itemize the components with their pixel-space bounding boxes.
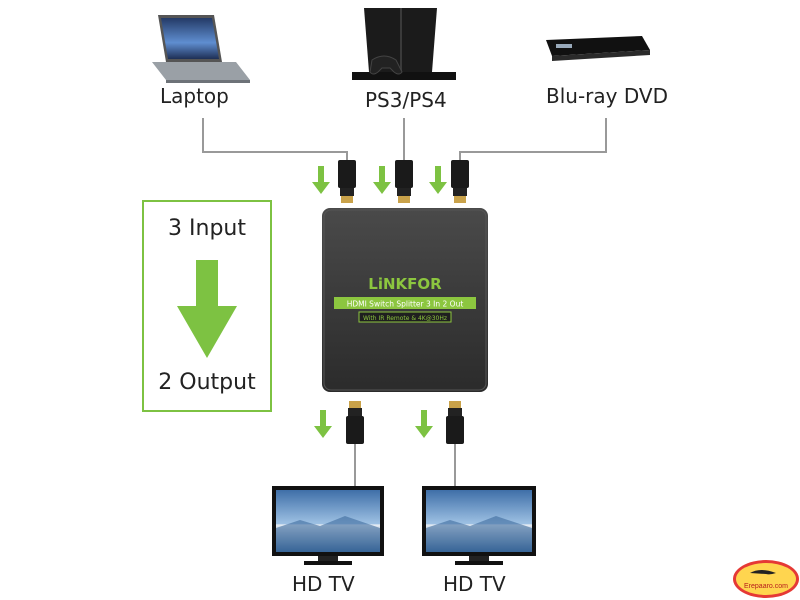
hdmi-switch-device: LiNKFOR HDMI Switch Splitter 3 In 2 Out … [322, 208, 488, 392]
hdmi-plug-input-3 [451, 160, 469, 203]
input-arrow-2 [373, 166, 391, 194]
input-arrow-3 [429, 166, 447, 194]
output-arrow-1 [314, 410, 332, 438]
output-label-tv-2: HD TV [443, 572, 506, 596]
laptop-icon [152, 15, 250, 83]
hdmi-plug-output-2 [446, 401, 464, 444]
input-arrow-1 [312, 166, 330, 194]
hdmi-plug-input-2 [395, 160, 413, 203]
source-label-console: PS3/PS4 [365, 88, 447, 112]
source-label-bluray: Blu-ray DVD [546, 84, 668, 108]
hdmi-plug-output-1 [346, 401, 364, 444]
io-summary-box: 3 Input 2 Output [142, 200, 272, 412]
bluray-player-icon [546, 36, 650, 61]
output-count-text: 2 Output [158, 370, 256, 395]
input-count-text: 3 Input [168, 216, 246, 241]
device-feature-line: With IR Remote & 4K@30Hz [363, 315, 447, 322]
output-label-tv-1: HD TV [292, 572, 355, 596]
source-label-laptop: Laptop [160, 84, 229, 108]
output-cables [354, 444, 456, 487]
hdmi-plug-input-1 [338, 160, 356, 203]
watermark-logo: Erepaaro.com [733, 560, 799, 598]
output-arrow-2 [415, 410, 433, 438]
device-model-line: HDMI Switch Splitter 3 In 2 Out [347, 300, 464, 309]
watermark-text: Erepaaro.com [744, 583, 788, 590]
input-cables [202, 118, 607, 162]
down-arrow-icon [177, 260, 237, 358]
game-console-icon [352, 8, 456, 80]
device-brand: LiNKFOR [368, 275, 442, 293]
tv-icon [272, 486, 384, 565]
tv-icon [422, 486, 536, 565]
